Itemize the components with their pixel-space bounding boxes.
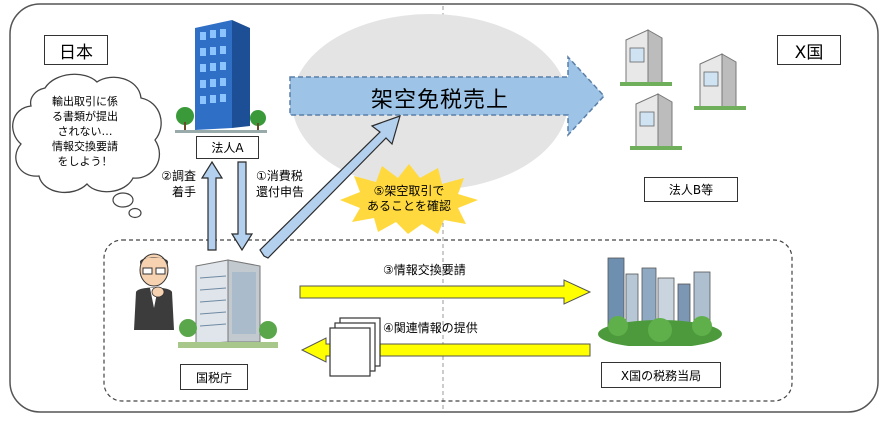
x-tax-authority-icon bbox=[598, 257, 722, 346]
corp-a-building-icon bbox=[175, 20, 267, 133]
corp-b-label: 法人B等 bbox=[644, 177, 738, 202]
corp-b-buildings-icon bbox=[620, 29, 746, 150]
step1-label: ①消費税 還付申告 bbox=[256, 169, 305, 199]
step3-label: ③情報交換要請 bbox=[383, 263, 466, 277]
x-country-label: X国 bbox=[777, 35, 841, 65]
step1-down-arrow bbox=[230, 161, 254, 252]
japan-label: 日本 bbox=[44, 35, 108, 65]
nta-building-icon bbox=[178, 259, 278, 348]
corp-a-label: 法人A bbox=[196, 136, 259, 159]
step4-label: ④関連情報の提供 bbox=[383, 321, 478, 335]
main-arrow bbox=[289, 55, 606, 137]
tax-officer-icon bbox=[134, 253, 174, 330]
step5-label: ⑤架空取引で あることを確認 bbox=[366, 184, 451, 213]
x-tax-authority-label: X国の税務当局 bbox=[601, 362, 721, 388]
thought-bubble-text: 輸出取引に係 る書類が提出 されない… 情報交換要請 をしよう！ bbox=[52, 95, 118, 168]
step2-up-arrow bbox=[200, 160, 224, 251]
thought-bubble bbox=[12, 73, 162, 219]
documents-icon bbox=[329, 317, 381, 377]
main-arrow-label: 架空免税売上 bbox=[370, 88, 509, 113]
nta-dashed-region bbox=[103, 239, 793, 402]
step3-yellow-arrow bbox=[299, 279, 592, 305]
step5-burst bbox=[340, 164, 478, 234]
step5-diagonal-arrow bbox=[259, 115, 401, 259]
nta-label: 国税庁 bbox=[180, 364, 248, 390]
step2-label: ②調査 着手 bbox=[161, 169, 196, 199]
